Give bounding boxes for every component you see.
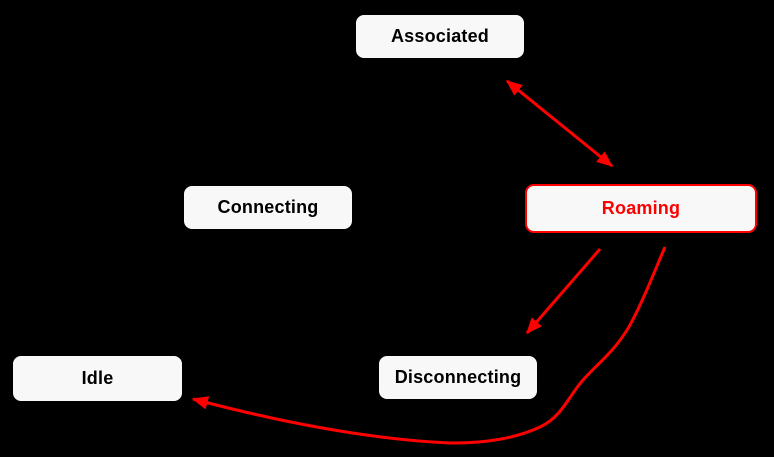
state-node-connecting: Connecting [183, 185, 353, 230]
edge-roaming-idle-curved-arrow [191, 246, 667, 445]
state-label-associated: Associated [390, 26, 490, 46]
edge-associated-roaming-arrow [505, 79, 614, 168]
state-label-roaming: Roaming [601, 198, 681, 218]
state-node-associated: Associated [355, 14, 525, 59]
state-label-connecting: Connecting [217, 197, 319, 217]
state-label-disconnecting: Disconnecting [394, 367, 522, 387]
state-node-roaming: Roaming [525, 184, 757, 233]
state-node-idle: Idle [12, 355, 183, 402]
state-label-idle: Idle [81, 368, 114, 388]
edge-roaming-disconnecting-arrow [525, 248, 602, 335]
state-node-disconnecting: Disconnecting [378, 355, 538, 400]
